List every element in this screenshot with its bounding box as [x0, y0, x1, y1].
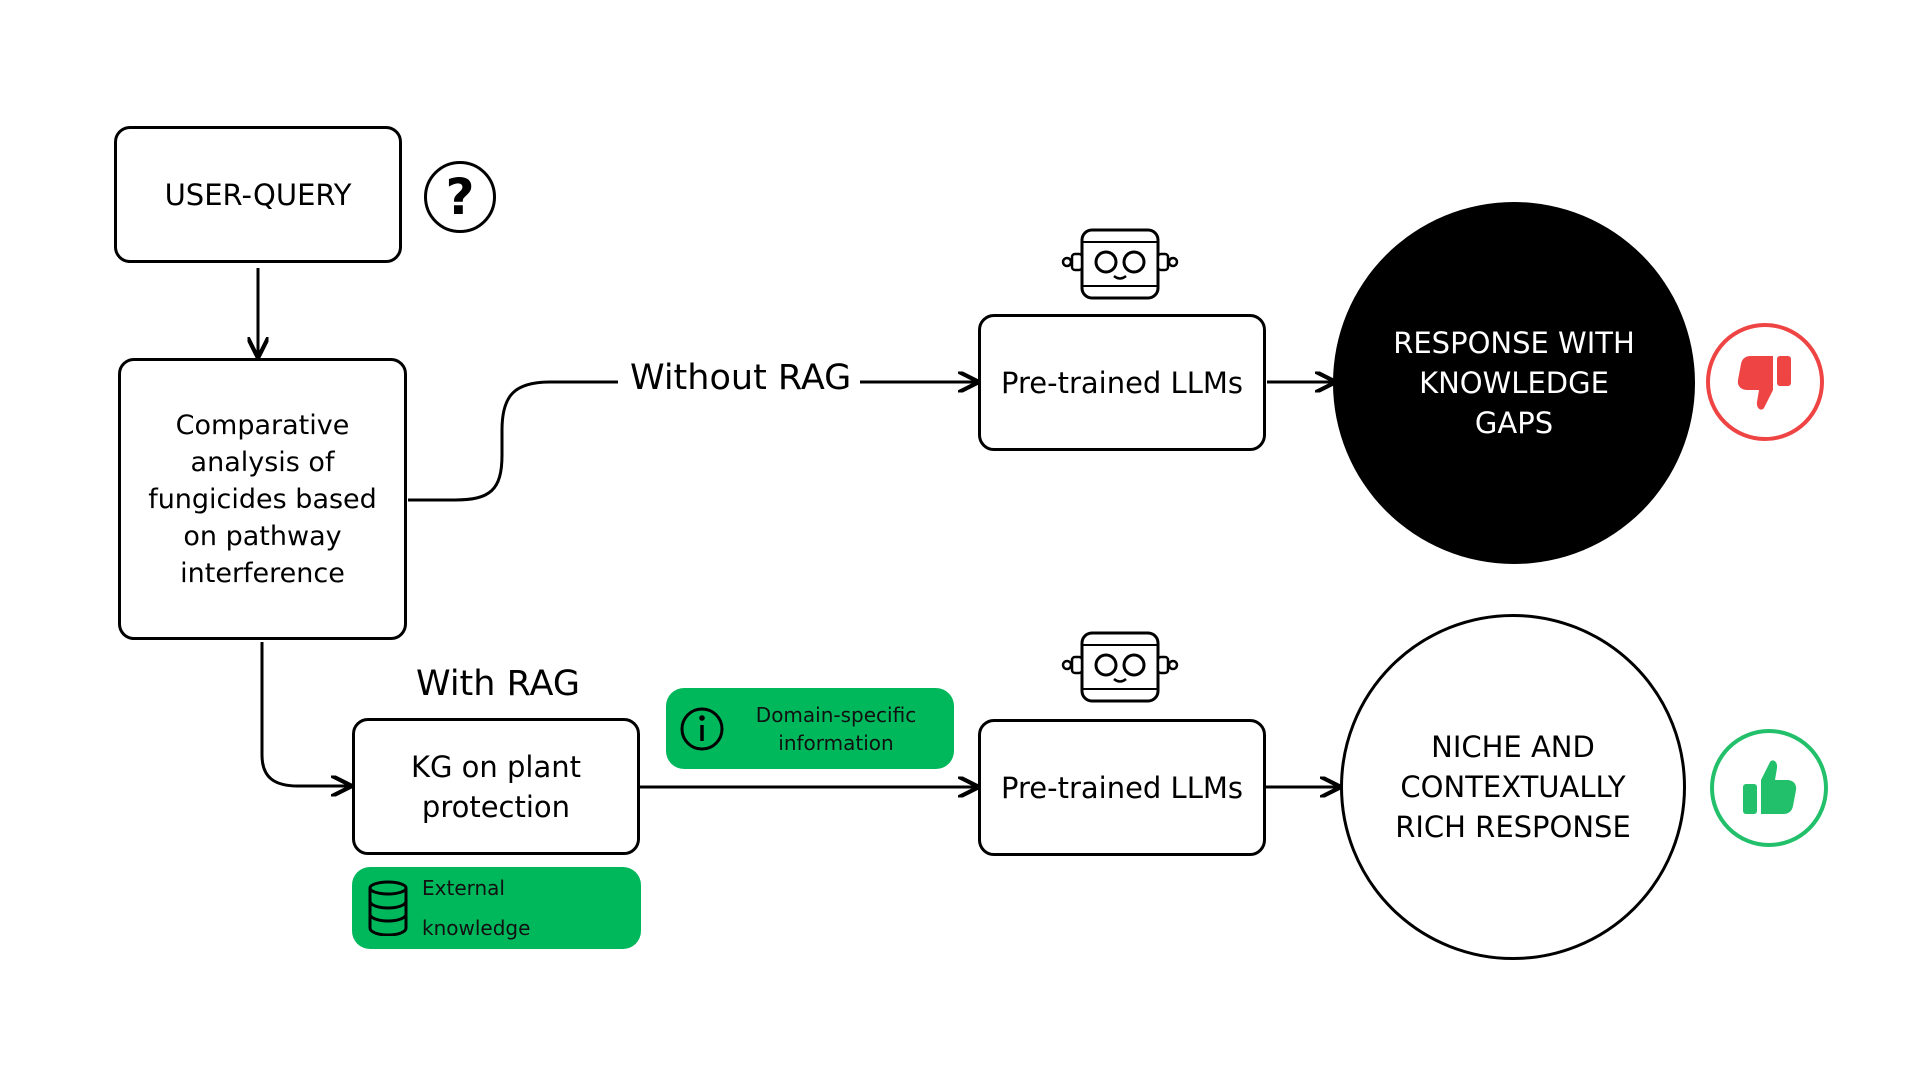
thumbs-down-icon: [1737, 356, 1791, 410]
user-query-box: USER-QUERY: [114, 126, 402, 263]
info-icon: [680, 707, 724, 750]
database-icon: [368, 880, 408, 936]
domain-specific-tag: Domain-specific information: [666, 688, 954, 769]
llm-box-top: Pre-trained LLMs: [978, 314, 1266, 451]
external-knowledge-label: External knowledge: [422, 876, 531, 940]
analysis-box: Comparative analysis of fungicides based…: [118, 358, 407, 640]
robot-icon: [1061, 631, 1179, 703]
question-mark-icon: ?: [424, 161, 496, 233]
response-gap-label: RESPONSE WITH KNOWLEDGE GAPS: [1393, 326, 1635, 440]
response-rich-label: NICHE AND CONTEXTUALLY RICH RESPONSE: [1395, 730, 1631, 844]
external-knowledge-tag: External knowledge: [352, 867, 641, 949]
robot-icon: [1061, 228, 1179, 300]
kg-label: KG on plant protection: [410, 749, 582, 824]
user-query-label: USER-QUERY: [164, 177, 352, 212]
response-rich-circle: NICHE AND CONTEXTUALLY RICH RESPONSE: [1340, 614, 1686, 960]
with-rag-label: With RAG: [416, 664, 580, 704]
thumbs-up-icon: [1743, 760, 1797, 814]
llm-top-label: Pre-trained LLMs: [1001, 365, 1243, 400]
thumbs-down-badge: [1706, 323, 1824, 441]
llm-box-bottom: Pre-trained LLMs: [978, 719, 1266, 856]
response-gap-circle: RESPONSE WITH KNOWLEDGE GAPS: [1333, 202, 1695, 564]
domain-specific-label: Domain-specific information: [755, 702, 917, 755]
without-rag-label: Without RAG: [630, 358, 852, 398]
arrow-analysis-to-without-rag: [408, 380, 618, 502]
thumbs-up-badge: [1710, 729, 1828, 847]
llm-bottom-label: Pre-trained LLMs: [1001, 770, 1243, 805]
kg-box: KG on plant protection: [352, 718, 640, 855]
analysis-label: Comparative analysis of fungicides based…: [148, 409, 377, 589]
arrow-analysis-to-kg: [260, 642, 350, 786]
